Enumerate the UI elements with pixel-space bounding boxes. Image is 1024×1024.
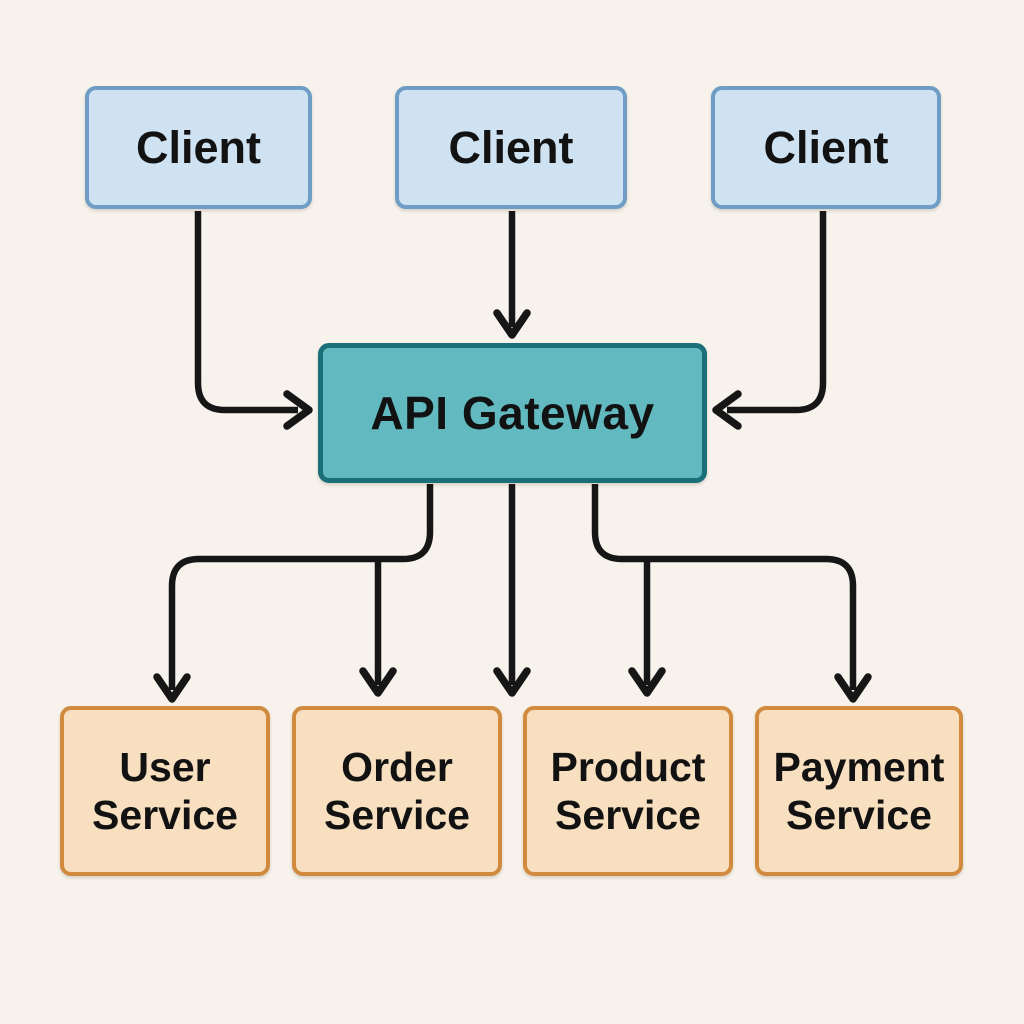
node-user-service: User Service <box>60 706 270 876</box>
arrowhead-down-icon <box>493 309 531 339</box>
node-label: User Service <box>92 743 238 838</box>
node-payment-service: Payment Service <box>755 706 963 876</box>
arrowhead-right-icon <box>283 390 313 430</box>
node-label: Order Service <box>324 743 470 838</box>
edge-gateway-to-user-service <box>168 484 434 690</box>
edge-client1-to-gateway <box>194 211 298 414</box>
node-client-2: Client <box>395 86 627 209</box>
node-api-gateway: API Gateway <box>318 343 707 483</box>
node-client-3: Client <box>711 86 941 209</box>
arrowhead-down-icon <box>359 667 397 697</box>
node-order-service: Order Service <box>292 706 502 876</box>
node-label: Payment Service <box>773 743 945 838</box>
edge-gateway-to-payment-service <box>591 484 857 690</box>
node-label: Client <box>763 121 889 173</box>
arrowhead-down-icon <box>834 673 872 703</box>
node-label: Client <box>135 121 261 173</box>
arrowhead-down-icon <box>493 667 531 697</box>
arrowhead-down-icon <box>153 673 191 703</box>
node-product-service: Product Service <box>523 706 733 876</box>
node-label: Product Service <box>550 743 706 838</box>
node-client-1: Client <box>85 86 312 209</box>
arrowhead-left-icon <box>712 390 742 430</box>
arrowhead-down-icon <box>628 667 666 697</box>
node-label: Client <box>448 121 574 173</box>
node-label: API Gateway <box>370 386 655 439</box>
edge-client3-to-gateway <box>727 211 827 414</box>
